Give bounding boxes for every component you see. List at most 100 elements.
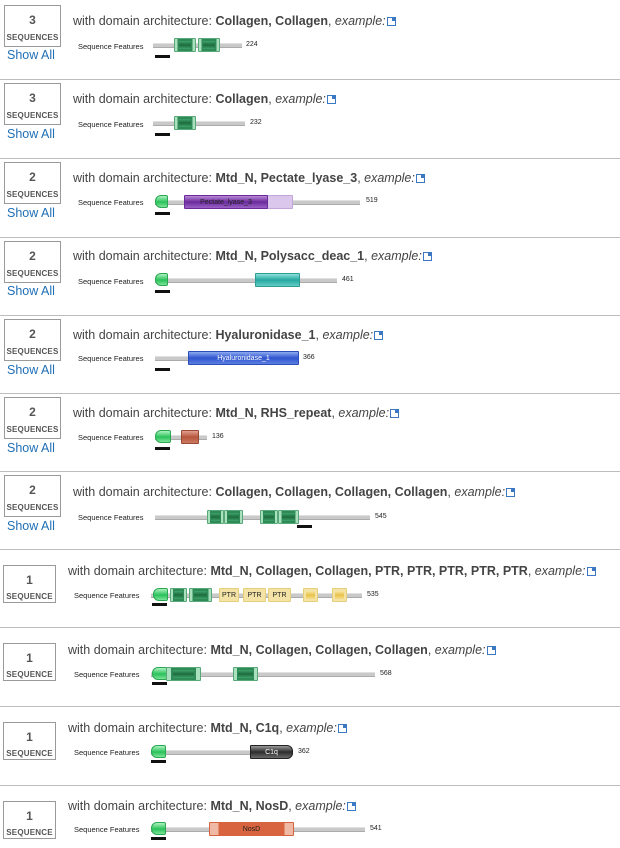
example-label: example:	[371, 249, 422, 263]
mtd-n-domain[interactable]	[151, 745, 166, 758]
rhs-repeat-domain[interactable]	[181, 430, 199, 444]
example-label: example:	[364, 171, 415, 185]
architecture-heading: with domain architecture: Mtd_N, NosD, e…	[68, 799, 356, 813]
collagen-domain[interactable]	[170, 588, 187, 602]
sequence-count: 2	[29, 327, 36, 341]
external-link-icon[interactable]	[386, 17, 396, 26]
collagen-domain[interactable]	[174, 116, 196, 130]
collagen-domain[interactable]	[278, 510, 299, 524]
collagen-domain[interactable]	[166, 667, 201, 681]
sequence-length: 232	[250, 119, 262, 126]
show-all-link[interactable]: Show All	[7, 441, 55, 455]
mtd-n-domain[interactable]	[151, 822, 166, 835]
sequence-count-box: 1 SEQUENCE	[3, 643, 56, 681]
show-all-link[interactable]: Show All	[7, 206, 55, 220]
polysacc-deac-domain[interactable]	[255, 273, 300, 287]
ptr-domain[interactable]: PTR	[243, 588, 266, 602]
sequence-count: 2	[29, 170, 36, 184]
selection-marker	[155, 290, 170, 293]
example-label: example:	[322, 328, 374, 342]
architecture-row: 2 SEQUENCES Show All with domain archite…	[0, 472, 620, 550]
collagen-domain[interactable]	[189, 588, 212, 602]
external-link-icon[interactable]	[486, 646, 496, 655]
sequence-length: 519	[366, 197, 378, 204]
collagen-domain[interactable]	[260, 510, 278, 524]
collagen-domain[interactable]	[207, 510, 224, 524]
collagen-domain[interactable]	[224, 510, 243, 524]
selection-marker	[152, 603, 167, 606]
domain-label: C1q	[265, 749, 278, 756]
c1q-domain[interactable]: C1q	[250, 745, 293, 759]
selection-marker	[155, 447, 170, 450]
domain-label: NosD	[242, 826, 261, 833]
external-link-icon[interactable]	[506, 488, 516, 497]
sequence-count-box: 3 SEQUENCES	[4, 5, 61, 47]
ptr-domain[interactable]	[303, 588, 318, 602]
sequence-count-unit: SEQUENCES	[6, 503, 59, 512]
external-link-icon[interactable]	[415, 174, 425, 183]
row-divider	[0, 79, 620, 80]
external-link-icon[interactable]	[346, 802, 356, 811]
sequence-count-box: 2 SEQUENCES	[4, 397, 61, 439]
show-all-link[interactable]: Show All	[7, 48, 55, 62]
architecture-name: Collagen	[215, 92, 269, 106]
architecture-name: Mtd_N, C1q	[210, 721, 280, 735]
sequence-length: 136	[212, 433, 224, 440]
sequence-count-box: 1 SEQUENCE	[3, 722, 56, 760]
mtd-n-domain[interactable]	[155, 273, 168, 286]
architecture-row: 1 SEQUENCE with domain architecture: Mtd…	[0, 707, 620, 785]
external-link-icon[interactable]	[374, 331, 384, 340]
sequence-length: 224	[246, 41, 258, 48]
external-link-icon[interactable]	[586, 567, 596, 576]
external-link-icon[interactable]	[337, 724, 347, 733]
sequence-length: 568	[380, 670, 392, 677]
collagen-domain[interactable]	[233, 667, 258, 681]
domain-label: PTR	[272, 592, 287, 599]
mtd-n-domain[interactable]	[155, 430, 171, 443]
sequence-track	[151, 672, 375, 677]
architecture-row: 2 SEQUENCES Show All with domain archite…	[0, 238, 620, 316]
architecture-row: 1 SEQUENCE with domain architecture: Mtd…	[0, 628, 620, 706]
mtd-n-domain[interactable]	[155, 195, 168, 208]
ptr-domain[interactable]	[332, 588, 347, 602]
example-label: example:	[334, 14, 386, 28]
pectate-lyase-tail	[266, 195, 293, 209]
sequence-length: 366	[303, 354, 315, 361]
mtd-n-domain[interactable]	[152, 667, 167, 680]
external-link-icon[interactable]	[390, 409, 400, 418]
collagen-domain[interactable]	[174, 38, 196, 52]
architecture-name: Mtd_N, Collagen, Collagen, PTR, PTR, PTR…	[210, 564, 528, 578]
ptr-domain[interactable]: PTR	[268, 588, 291, 602]
architecture-heading: with domain architecture: Mtd_N, Polysac…	[73, 249, 432, 263]
architecture-row: 2 SEQUENCES Show All with domain archite…	[0, 316, 620, 394]
pectate-lyase-domain[interactable]: Pectate_lyase_3	[184, 195, 268, 209]
architecture-row: 3 SEQUENCES Show All with domain archite…	[0, 80, 620, 158]
architecture-name: Mtd_N, RHS_repeat	[215, 406, 332, 420]
domain-label: Pectate_lyase_3	[200, 199, 252, 206]
show-all-link[interactable]: Show All	[7, 284, 55, 298]
ptr-domain[interactable]: PTR	[219, 588, 239, 602]
show-all-link[interactable]: Show All	[7, 127, 55, 141]
row-divider	[0, 158, 620, 159]
sequence-count-box: 2 SEQUENCES	[4, 162, 61, 204]
mtd-n-domain[interactable]	[153, 588, 168, 601]
sequence-features-label: Sequence Features	[74, 748, 140, 757]
architecture-heading: with domain architecture: Collagen, Coll…	[73, 14, 396, 28]
example-label: example:	[338, 406, 390, 420]
show-all-link[interactable]: Show All	[7, 363, 55, 377]
sequence-count: 1	[26, 573, 33, 587]
show-all-link[interactable]: Show All	[7, 519, 55, 533]
selection-marker	[151, 760, 166, 763]
example-label: example:	[286, 721, 337, 735]
row-divider	[0, 706, 620, 707]
sequence-length: 461	[342, 276, 354, 283]
sequence-track	[153, 121, 245, 126]
example-label: example:	[275, 92, 326, 106]
hyaluronidase-domain[interactable]: Hyaluronidase_1	[188, 351, 299, 365]
row-divider	[0, 471, 620, 472]
external-link-icon[interactable]	[326, 95, 336, 104]
external-link-icon[interactable]	[422, 252, 432, 261]
collagen-domain[interactable]	[198, 38, 220, 52]
nosd-domain[interactable]: NosD	[209, 822, 294, 836]
sequence-count-unit: SEQUENCES	[6, 190, 59, 199]
